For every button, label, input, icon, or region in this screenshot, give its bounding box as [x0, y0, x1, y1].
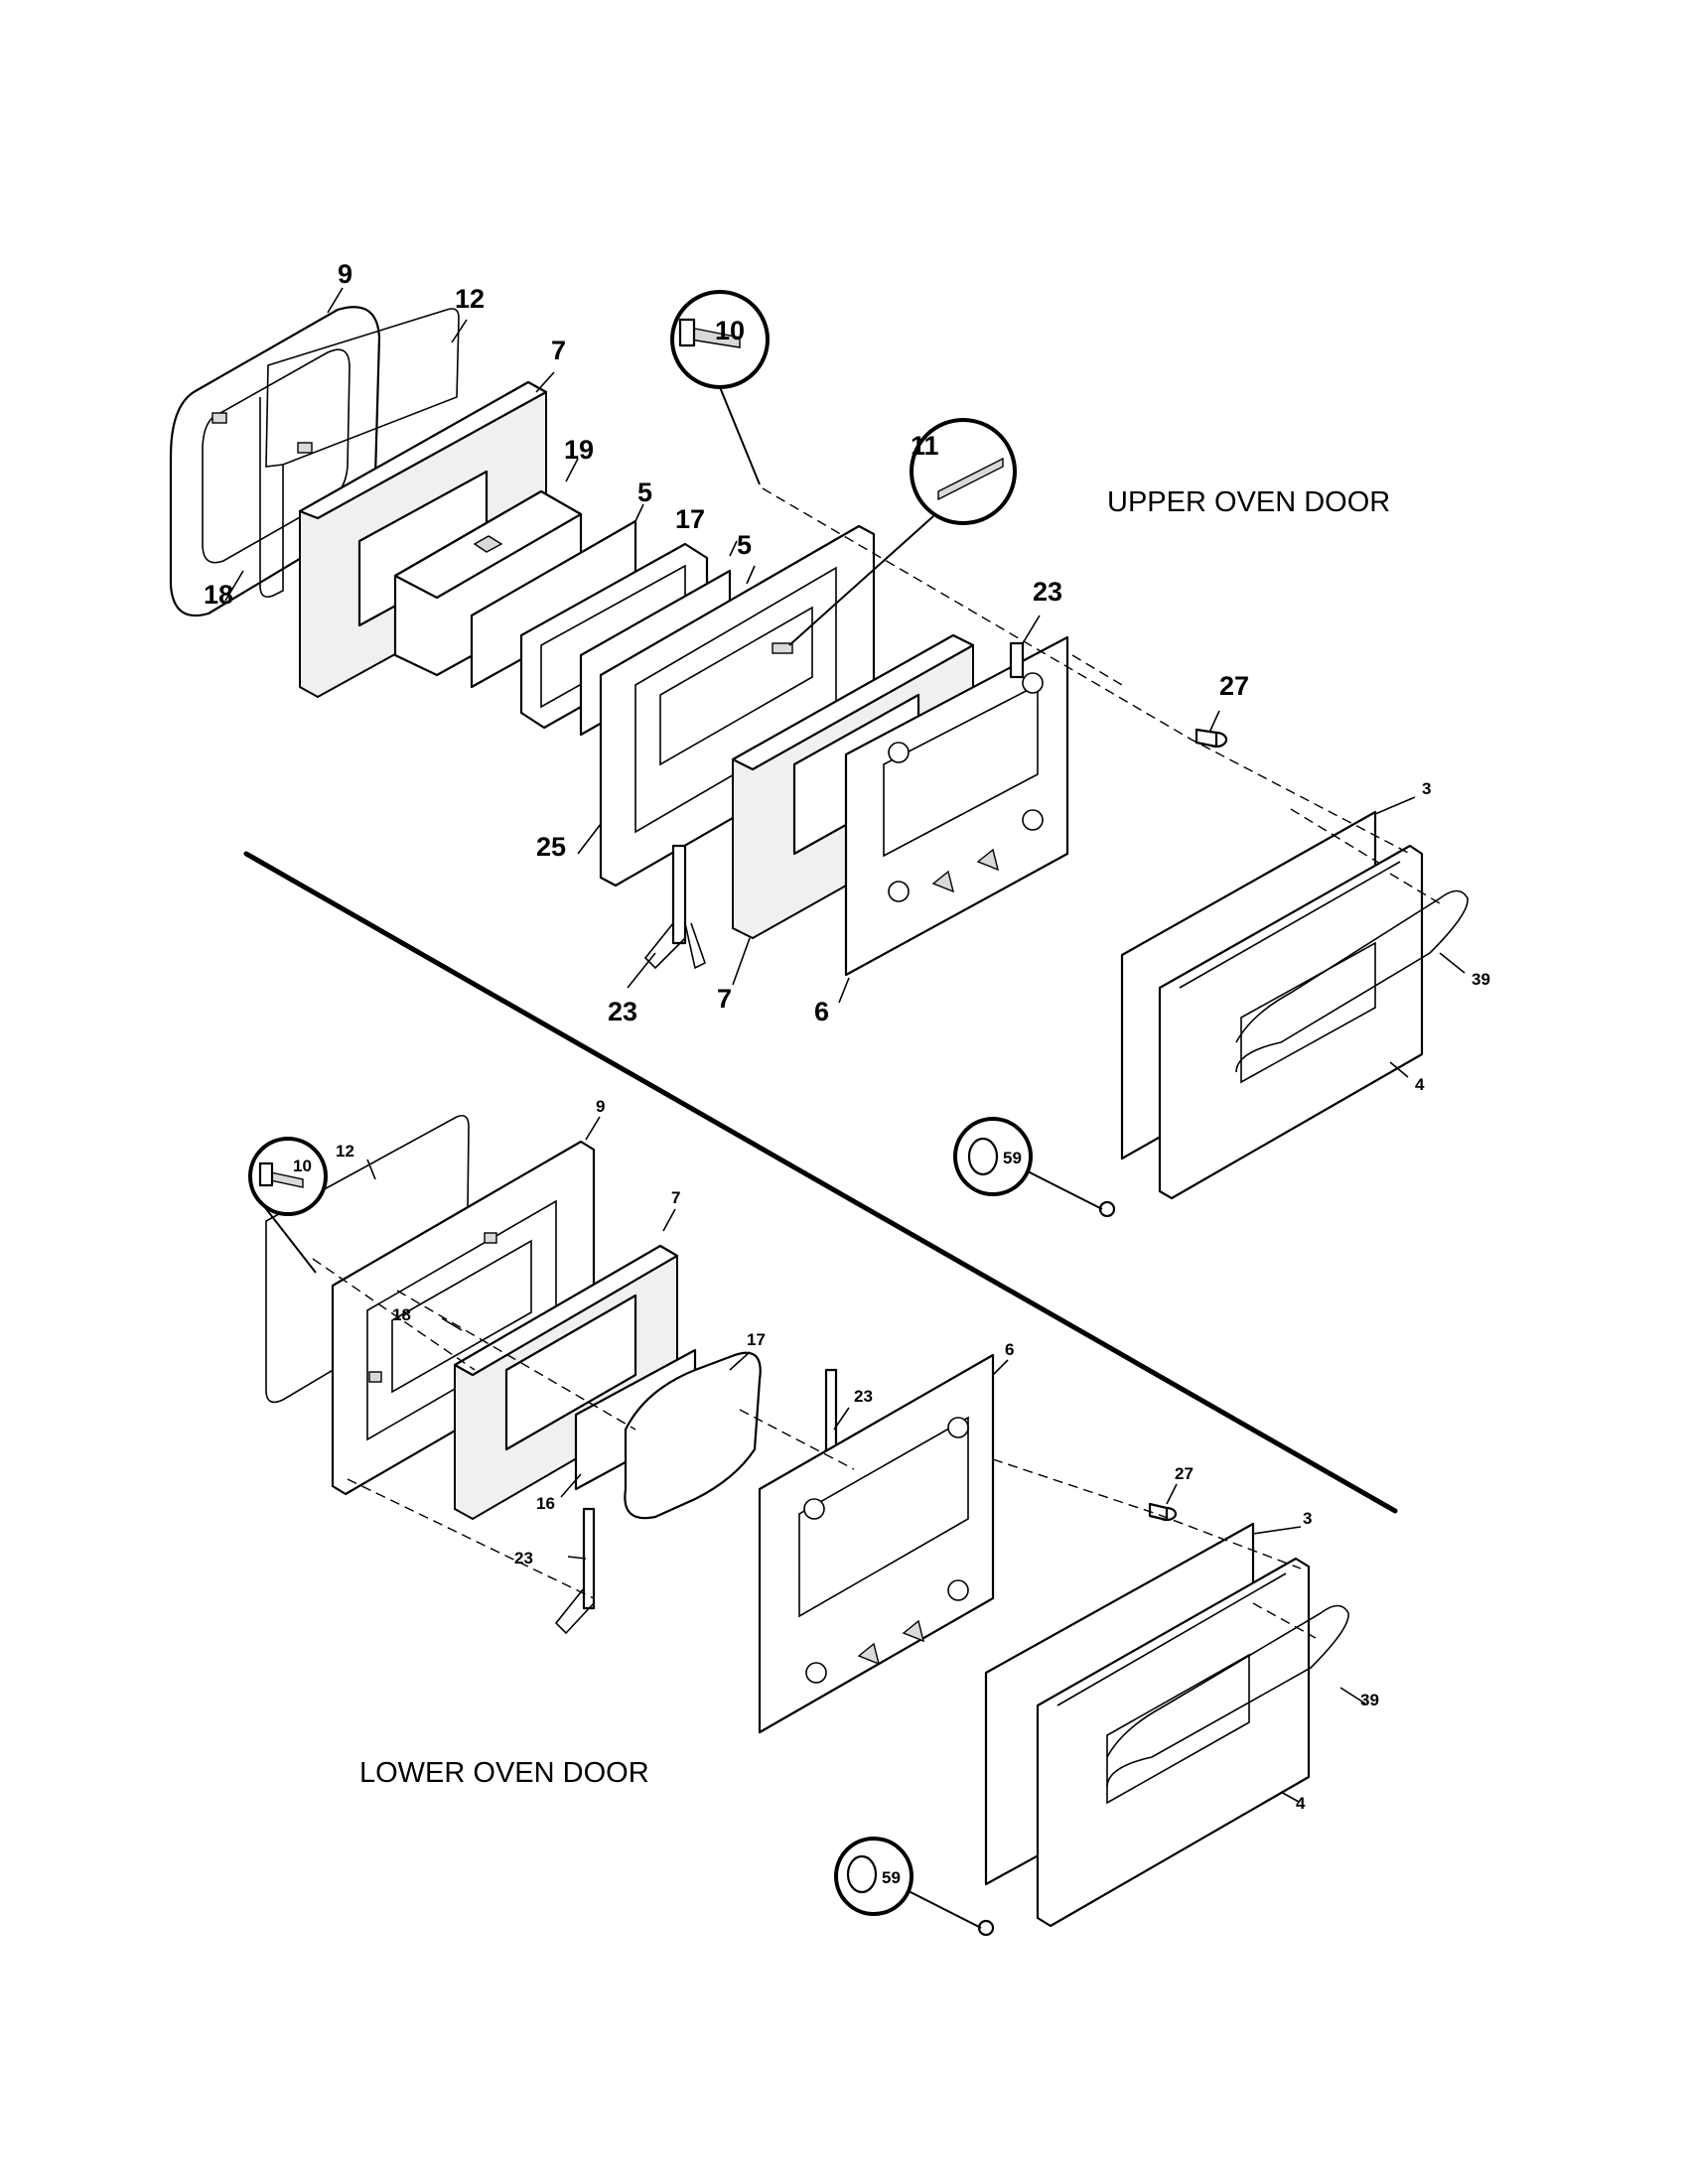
upper-label-25: 25 — [536, 832, 566, 862]
lower-label-18: 18 — [392, 1305, 411, 1324]
lower-label-16: 16 — [536, 1494, 555, 1513]
upper-label-11: 11 — [911, 431, 939, 461]
upper-label-12: 12 — [455, 284, 485, 314]
upper-callout-10-screw: 10 — [670, 290, 770, 485]
lower-label-7: 7 — [671, 1188, 680, 1207]
upper-part-39-handle — [1235, 889, 1469, 1073]
lower-label-23-b: 23 — [514, 1549, 533, 1568]
lower-label-6: 6 — [1005, 1340, 1014, 1359]
lower-part-23-hinge-b — [554, 1507, 596, 1635]
upper-part-27-bumper — [1195, 728, 1228, 749]
upper-label-39: 39 — [1472, 970, 1490, 989]
lower-label-4: 4 — [1296, 1794, 1306, 1813]
upper-label-7-b: 7 — [717, 984, 732, 1014]
upper-label-17: 17 — [675, 504, 705, 534]
lower-label-27: 27 — [1175, 1464, 1194, 1483]
lower-part-7-insulation — [453, 1244, 679, 1521]
upper-oven-door-assembly: UPPER OVEN DOOR — [169, 259, 1490, 1218]
upper-part-23-hinge-b — [643, 844, 706, 970]
upper-part-6-inner-panel — [844, 635, 1069, 977]
lower-part-59-knob — [977, 1919, 995, 1937]
section-divider-line — [243, 851, 1398, 1514]
lower-label-10: 10 — [293, 1157, 312, 1175]
upper-label-18: 18 — [204, 580, 233, 610]
lower-label-59: 59 — [882, 1868, 901, 1887]
upper-leader-lines — [224, 287, 1466, 1078]
upper-label-9: 9 — [338, 259, 352, 289]
lower-callout-10-screw: 10 — [248, 1137, 328, 1274]
upper-label-6: 6 — [814, 997, 829, 1026]
lower-assembly-guide-lines — [312, 1258, 1317, 1639]
upper-label-3: 3 — [1422, 779, 1431, 798]
lower-label-3: 3 — [1303, 1509, 1312, 1528]
upper-oven-door-title: UPPER OVEN DOOR — [1107, 486, 1390, 518]
upper-part-12-gasket — [259, 308, 460, 599]
upper-part-59-knob — [1098, 1200, 1116, 1218]
lower-oven-door-title: LOWER OVEN DOOR — [359, 1757, 649, 1789]
upper-label-27: 27 — [1219, 671, 1249, 701]
upper-callout-11-clip: 11 — [788, 418, 1017, 646]
upper-label-10: 10 — [715, 316, 745, 345]
lower-label-39: 39 — [1360, 1691, 1379, 1709]
lower-part-27-bumper — [1148, 1502, 1178, 1522]
upper-label-19: 19 — [564, 435, 594, 465]
upper-part-11-clip — [772, 642, 793, 654]
lower-oven-door-assembly: LOWER OVEN DOOR — [248, 1097, 1379, 1937]
upper-assembly-guide-lines — [762, 487, 1441, 904]
upper-callout-59-knob: 59 — [953, 1117, 1103, 1210]
lower-label-17: 17 — [747, 1330, 766, 1349]
upper-label-59: 59 — [1003, 1149, 1022, 1167]
lower-part-39-handle — [1106, 1604, 1349, 1788]
upper-label-4: 4 — [1415, 1075, 1425, 1094]
lower-part-17-window-gasket — [624, 1351, 762, 1520]
lower-part-4-outer-door — [1036, 1557, 1311, 1928]
lower-callout-59-knob: 59 — [834, 1837, 982, 1929]
lower-label-23-a: 23 — [854, 1387, 873, 1406]
upper-part-7-insulation — [298, 380, 548, 699]
lower-label-12: 12 — [336, 1142, 354, 1160]
upper-label-23-b: 23 — [608, 997, 637, 1026]
upper-part-23-hinge-a — [1009, 641, 1025, 679]
upper-label-23-a: 23 — [1033, 577, 1062, 607]
upper-label-7-a: 7 — [551, 336, 566, 365]
lower-label-9: 9 — [596, 1097, 605, 1116]
upper-label-5-a: 5 — [637, 478, 652, 507]
upper-label-5-b: 5 — [737, 530, 752, 560]
lower-leader-lines — [366, 1116, 1366, 1803]
lower-part-6-inner-panel — [758, 1353, 995, 1734]
